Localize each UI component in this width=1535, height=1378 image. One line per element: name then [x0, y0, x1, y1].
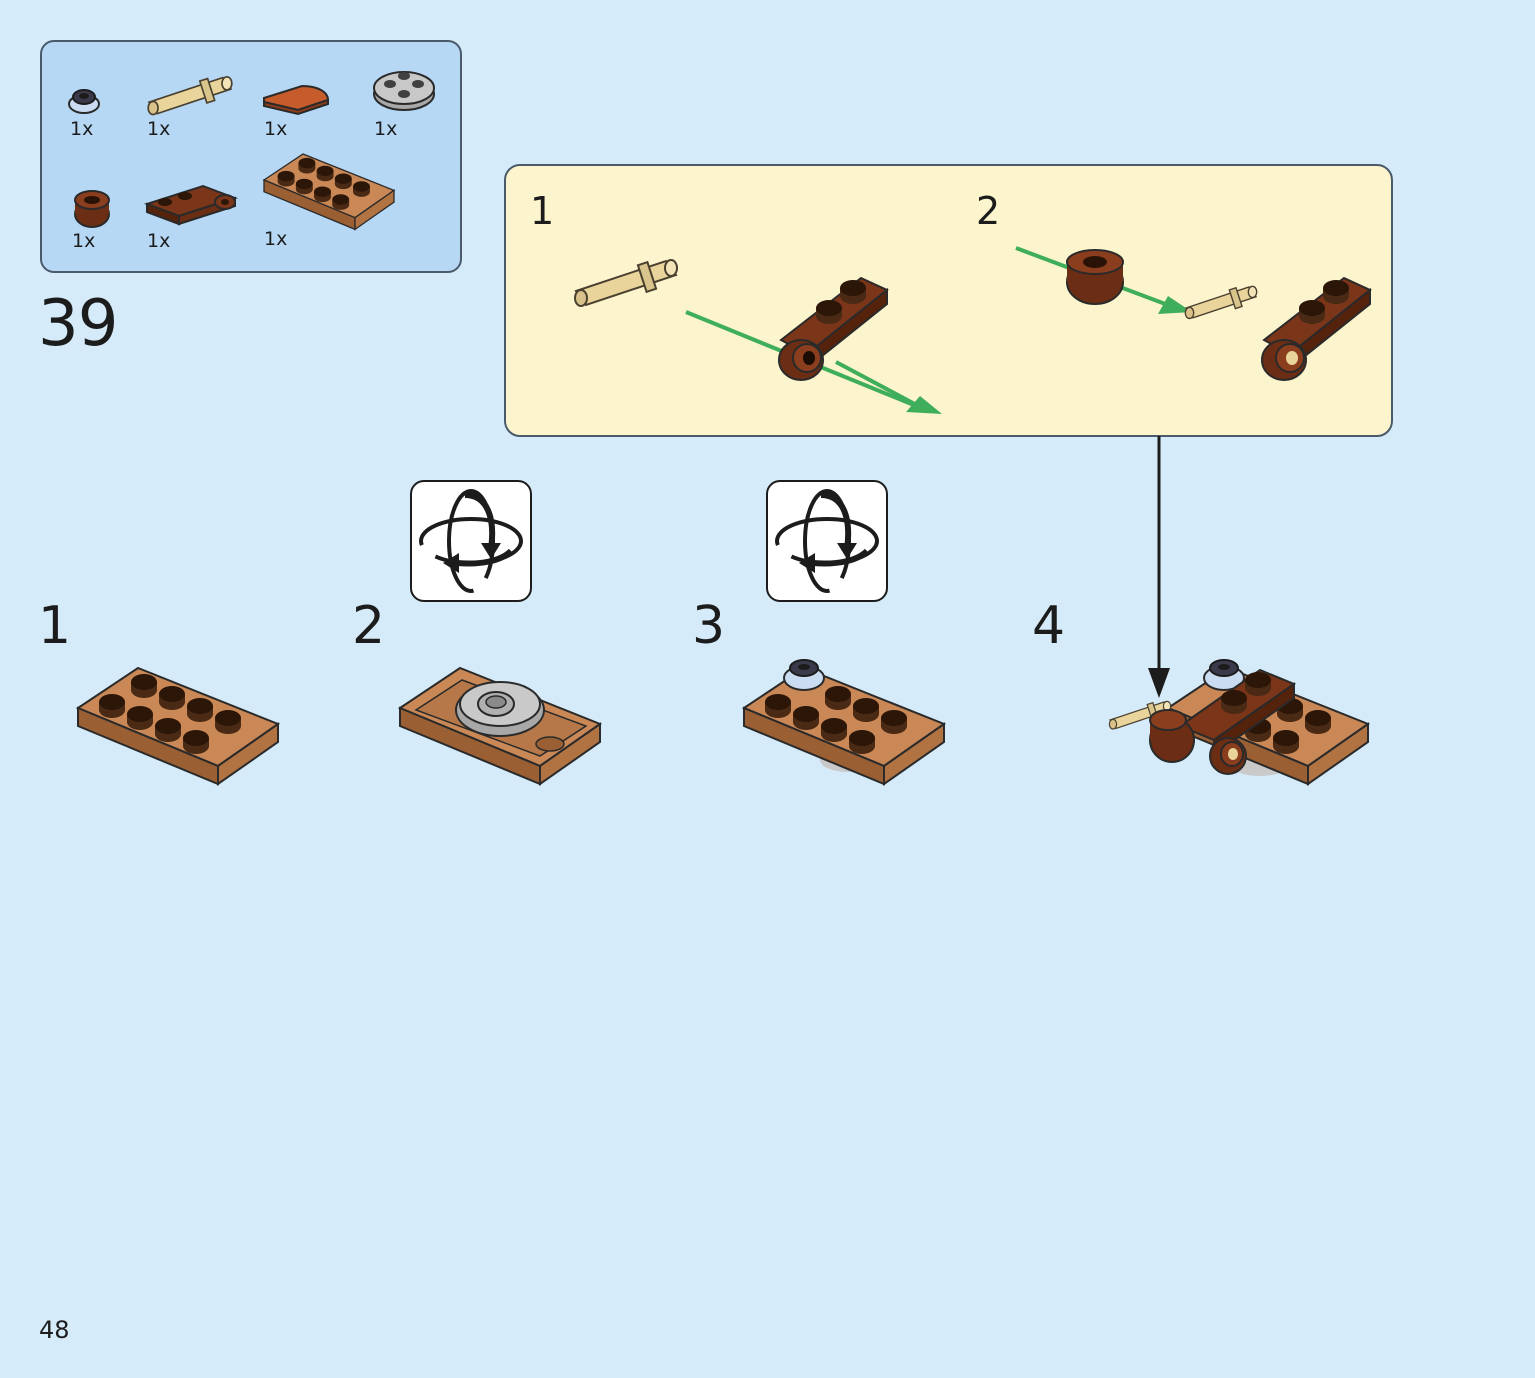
- rotate-model-box: [410, 480, 532, 602]
- plate-2x4-icon: [263, 153, 395, 231]
- main-step-1-illustration: [77, 667, 279, 785]
- sub-step-1-pin: [574, 259, 678, 307]
- page-number: 48: [39, 1316, 70, 1344]
- attach-arrow: [1148, 436, 1170, 698]
- round-clip-icon: [68, 89, 100, 114]
- plate-with-hole-part: 1x: [143, 176, 239, 266]
- part-quantity: 1x: [147, 230, 171, 252]
- rotate-model-icon: [412, 482, 530, 600]
- turntable-base-icon: [373, 71, 435, 111]
- cylinder-bush-part: 1x: [70, 190, 150, 280]
- rotate-model-icon: [768, 482, 886, 600]
- part-quantity: 1x: [264, 118, 288, 140]
- part-quantity: 1x: [72, 230, 96, 252]
- curved-slope-part: 1x: [262, 80, 342, 170]
- round-clip-icon: [783, 659, 825, 691]
- main-step-4-illustration: [1108, 659, 1369, 785]
- sub-step-number: 1: [530, 189, 555, 233]
- part-quantity: 1x: [70, 118, 94, 140]
- part-quantity: 1x: [264, 228, 288, 250]
- sub-step-number: 2: [976, 189, 1001, 233]
- sub-assembly-illustration: [574, 246, 1372, 414]
- round-clip-icon: [1203, 659, 1245, 691]
- plate-with-hole-icon: [143, 184, 239, 226]
- technic-pin-part: 1x: [145, 64, 233, 154]
- main-step-number: 2: [352, 596, 386, 656]
- step-number: 39: [38, 287, 118, 361]
- main-step-number: 1: [38, 596, 72, 656]
- part-quantity: 1x: [147, 118, 171, 140]
- curved-slope-icon: [263, 84, 330, 116]
- sub-step-2-pin: [1184, 285, 1258, 320]
- sub-assembly-box: 1 2: [504, 164, 1393, 437]
- rotate-model-box: [766, 480, 888, 602]
- sub-step-2-cylinder-bush: [1066, 249, 1124, 305]
- cylinder-bush-icon: [74, 190, 110, 228]
- parts-list-box: 1x 1x 1x 1x 1x: [40, 40, 462, 273]
- turntable-base-part: 1x: [372, 64, 452, 154]
- sub-step-1-plate-with-hole: [778, 276, 889, 381]
- main-step-number: 4: [1032, 596, 1066, 656]
- main-step-2-illustration: [399, 667, 601, 785]
- main-step-3-illustration: [743, 659, 945, 785]
- technic-pin-icon: [147, 75, 233, 116]
- sub-step-2-plate-with-hole: [1261, 276, 1372, 381]
- plate-2x4-part: 1x: [262, 150, 402, 250]
- round-clip-part: 1x: [64, 82, 144, 172]
- main-step-number: 3: [692, 596, 726, 656]
- part-quantity: 1x: [374, 118, 398, 140]
